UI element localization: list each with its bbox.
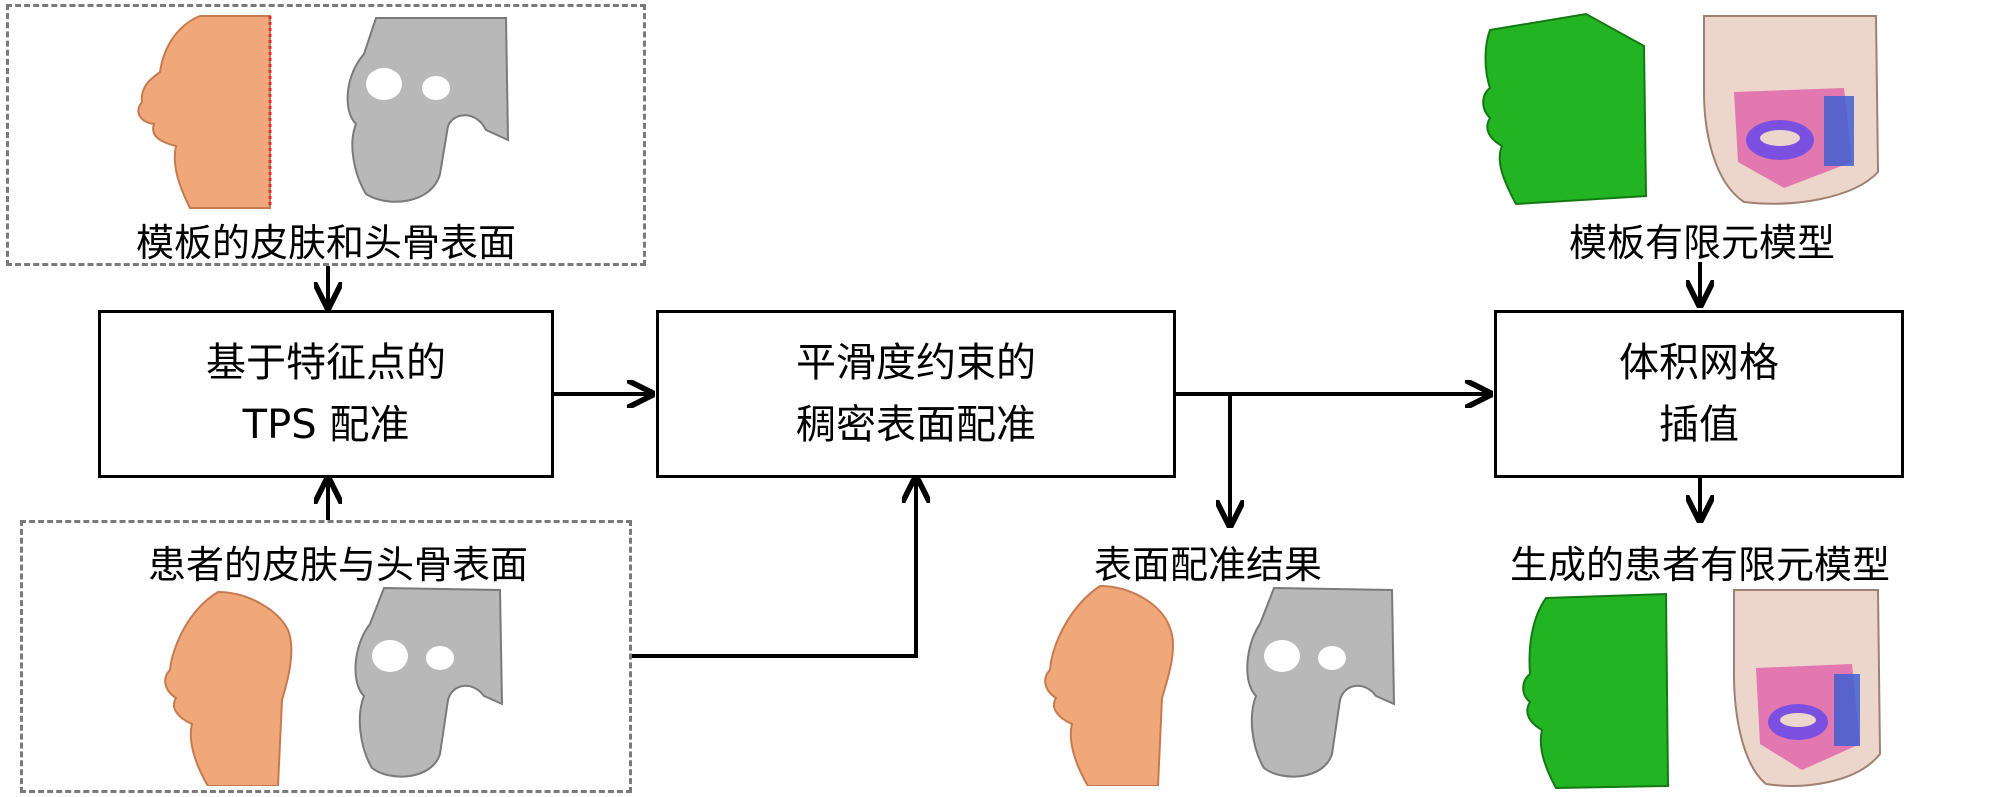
patient-surface-group [20,520,632,793]
patient-surface-label: 患者的皮肤与头骨表面 [147,543,529,587]
template-fe-muscle-image [1694,12,1884,208]
patient-skin-image [148,590,298,786]
result-skull-image [1236,584,1398,784]
patient-fe-muscle-image [1726,584,1886,792]
patient-skull-image [344,584,508,784]
template-surface-group [6,4,646,266]
template-surface-label: 模板的皮肤和头骨表面 [135,221,517,265]
patient-fe-green-image [1516,590,1674,790]
patient-fe-label: 生成的患者有限元模型 [1509,543,1891,587]
arrow-patient-to-dense [632,478,916,658]
tps-line2: TPS 配准 [242,402,410,448]
tps-registration-box: 基于特征点的 TPS 配准 [98,310,554,478]
volume-interpolation-box: 体积网格 插值 [1494,310,1904,478]
result-skin-image [1030,584,1180,786]
dense-registration-box: 平滑度约束的 稠密表面配准 [656,310,1176,478]
tps-line1: 基于特征点的 [206,340,446,386]
surface-result-label: 表面配准结果 [1093,543,1323,587]
template-fe-label: 模板有限元模型 [1568,221,1836,265]
volume-line2: 插值 [1659,402,1739,448]
template-skull-image [336,14,514,210]
volume-line1: 体积网格 [1619,340,1779,386]
dense-line1: 平滑度约束的 [796,340,1036,386]
dense-line2: 稠密表面配准 [796,402,1036,448]
template-fe-green-image [1476,10,1654,206]
template-skin-image [120,14,276,210]
